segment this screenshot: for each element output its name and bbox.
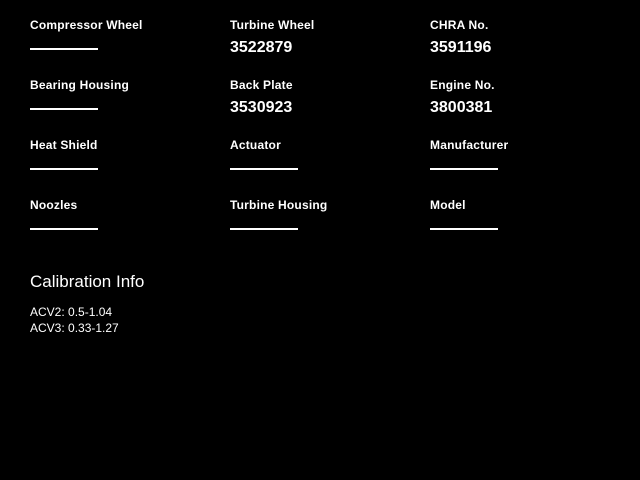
field-compressor-wheel: Compressor Wheel	[30, 18, 230, 78]
field-turbine-housing: Turbine Housing	[230, 198, 430, 258]
field-value: 3591196	[430, 39, 492, 56]
parts-fields-grid: Compressor Wheel Turbine Wheel 3522879 C…	[30, 18, 640, 258]
blank-underline[interactable]	[30, 228, 98, 230]
field-engine-no: Engine No. 3800381	[430, 78, 630, 138]
field-manufacturer: Manufacturer	[430, 138, 630, 198]
field-bearing-housing: Bearing Housing	[30, 78, 230, 138]
field-value: 3522879	[230, 39, 293, 56]
field-label: Back Plate	[230, 78, 293, 92]
blank-underline[interactable]	[30, 168, 98, 170]
field-label: Turbine Wheel	[230, 18, 315, 32]
calibration-acv3: ACV3: 0.33-1.27	[30, 321, 119, 335]
field-label: Noozles	[30, 198, 78, 212]
field-model: Model	[430, 198, 630, 258]
field-label: Heat Shield	[30, 138, 98, 152]
calibration-acv2: ACV2: 0.5-1.04	[30, 305, 113, 319]
blank-underline[interactable]	[230, 228, 298, 230]
blank-underline[interactable]	[230, 168, 298, 170]
blank-underline[interactable]	[30, 48, 98, 50]
field-value: 3800381	[430, 99, 493, 116]
field-label: Model	[430, 198, 466, 212]
field-actuator: Actuator	[230, 138, 430, 198]
field-noozles: Noozles	[30, 198, 230, 258]
field-label: Compressor Wheel	[30, 18, 143, 32]
field-chra-no: CHRA No. 3591196	[430, 18, 630, 78]
blank-underline[interactable]	[30, 108, 98, 110]
field-label: CHRA No.	[430, 18, 489, 32]
field-heat-shield: Heat Shield	[30, 138, 230, 198]
blank-underline[interactable]	[430, 228, 498, 230]
blank-underline[interactable]	[430, 168, 498, 170]
calibration-title: Calibration Info	[30, 272, 145, 291]
field-value: 3530923	[230, 99, 293, 116]
field-label: Turbine Housing	[230, 198, 328, 212]
field-turbine-wheel: Turbine Wheel 3522879	[230, 18, 430, 78]
calibration-section: Calibration Info ACV2: 0.5-1.04 ACV3: 0.…	[30, 272, 640, 336]
field-label: Bearing Housing	[30, 78, 130, 92]
field-label: Engine No.	[430, 78, 495, 92]
field-label: Actuator	[230, 138, 281, 152]
field-label: Manufacturer	[430, 138, 509, 152]
field-back-plate: Back Plate 3530923	[230, 78, 430, 138]
